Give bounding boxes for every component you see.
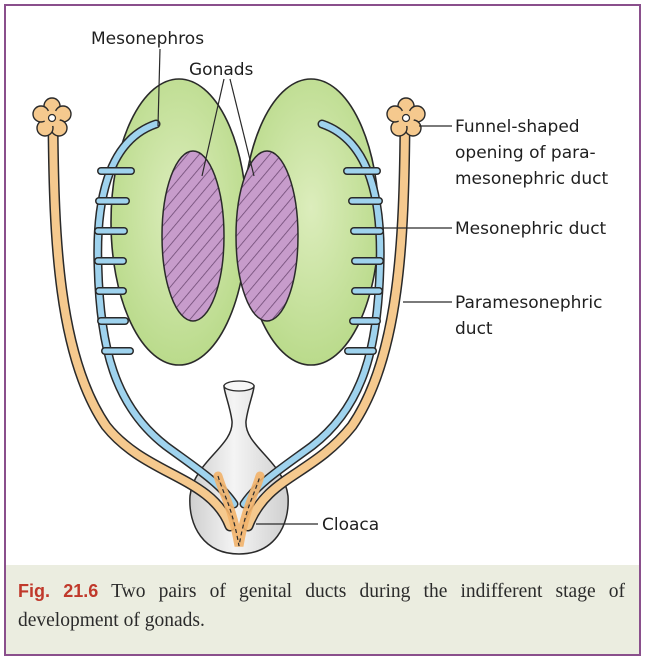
label-gonads: Gonads	[189, 60, 254, 80]
label-mesonephros: Mesonephros	[91, 29, 204, 49]
gonad-left	[162, 151, 224, 321]
label-paramesonephric-line1: Paramesonephric	[455, 293, 602, 313]
figure-frame: Mesonephros Gonads Funnel-shaped opening…	[4, 4, 641, 656]
label-cloaca: Cloaca	[322, 515, 379, 535]
genital-ducts-diagram: Mesonephros Gonads Funnel-shaped opening…	[6, 6, 639, 562]
caption-text: Two pairs of genital ducts during the in…	[18, 581, 625, 631]
caption-paragraph: Fig. 21.6 Two pairs of genital ducts dur…	[18, 577, 625, 635]
funnel-opening-left	[33, 98, 71, 136]
gonad-right	[236, 151, 298, 321]
label-mesonephric-duct: Mesonephric duct	[455, 219, 607, 239]
label-funnel-line3: mesonephric duct	[455, 169, 608, 189]
label-paramesonephric-line2: duct	[455, 319, 493, 339]
label-funnel-line1: Funnel-shaped	[455, 117, 580, 137]
label-funnel-line2: opening of para-	[455, 143, 596, 163]
figure-caption: Fig. 21.6 Two pairs of genital ducts dur…	[6, 565, 639, 654]
figure-number: Fig. 21.6	[18, 581, 98, 601]
funnel-opening-right	[387, 98, 425, 136]
